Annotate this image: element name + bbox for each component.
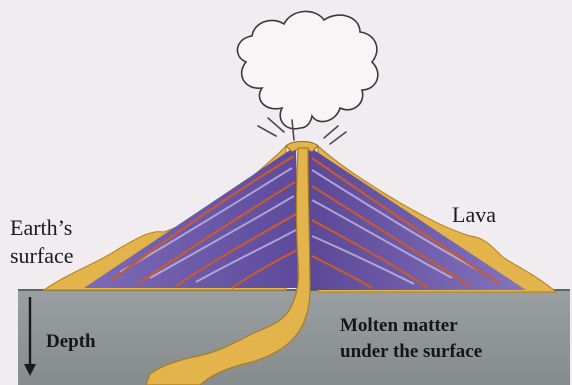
lava-label: Lava — [452, 202, 496, 228]
earth-surface-label: Earth’s surface — [10, 214, 92, 270]
molten-matter-label: Molten matter under the surface — [340, 313, 565, 365]
molten-label-line1: Molten matter — [340, 313, 565, 339]
molten-label-line2: under the surface — [340, 339, 565, 365]
eruption-cloud — [237, 11, 377, 128]
depth-label: Depth — [46, 331, 96, 353]
